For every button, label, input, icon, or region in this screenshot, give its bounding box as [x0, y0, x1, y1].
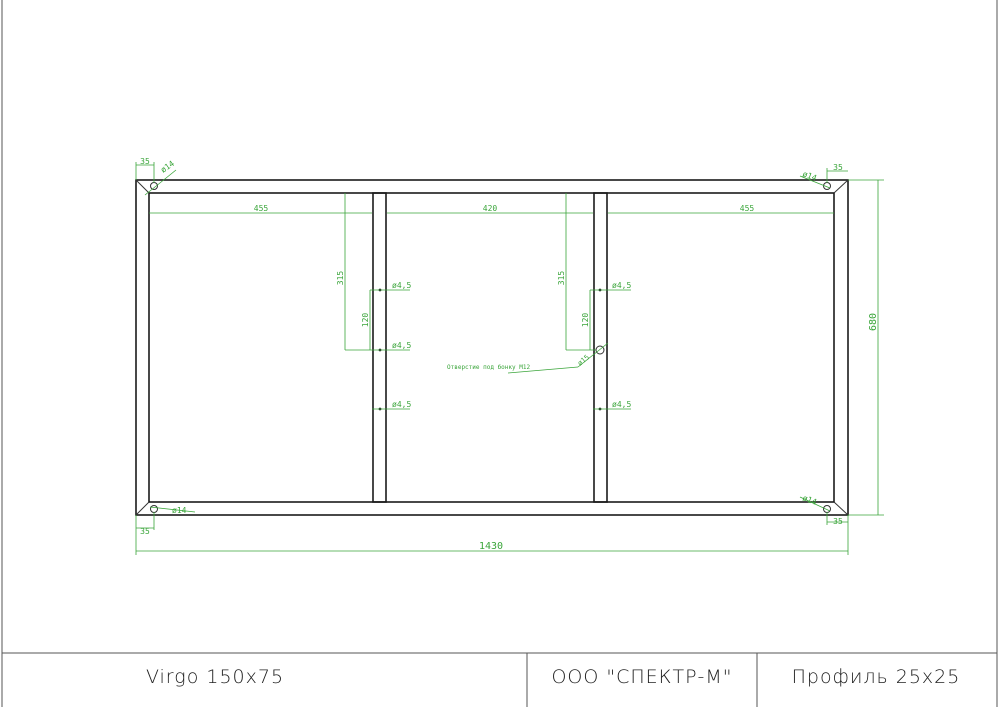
dim-corner-hole-bl: ø14: [172, 506, 187, 515]
dim-small-hole: ø4,5: [612, 281, 631, 290]
right-post: [593, 192, 608, 503]
dim-bay-left: 455: [254, 204, 269, 213]
title-model: Virgo 150x75: [146, 666, 284, 688]
dim-corner-hole-tr: ø14: [801, 169, 818, 182]
dim-small-hole: ø4,5: [392, 341, 411, 350]
dim-hole-spacing-right: 120: [581, 313, 590, 328]
dim-corner-offset-br: 35: [833, 517, 843, 526]
dim-small-hole: ø4,5: [392, 281, 411, 290]
title-profile: Профиль 25x25: [792, 666, 961, 688]
dimension-lines: [135, 162, 884, 555]
dim-corner-hole-br: ø14: [801, 493, 818, 506]
dim-bay-middle: 420: [483, 204, 498, 213]
dim-bay-right: 455: [740, 204, 755, 213]
left-post: [372, 192, 387, 503]
dim-overall-width: 1430: [479, 541, 503, 552]
dim-small-hole: ø4,5: [612, 400, 631, 409]
center-hole-note: Отверстие под бонку М12: [447, 364, 530, 371]
dim-center-hole: ø15: [576, 353, 591, 367]
dim-hole-height-left: 315: [336, 271, 345, 286]
dim-overall-height: 680: [868, 313, 879, 331]
dim-corner-offset-tl: 35: [140, 157, 150, 166]
dim-small-hole: ø4,5: [392, 400, 411, 409]
post-holes: [378, 288, 602, 411]
frame-outline: [135, 179, 849, 516]
dim-corner-offset-tr: 35: [833, 163, 843, 172]
corner-holes: [150, 182, 831, 513]
dim-hole-height-right: 315: [557, 271, 566, 286]
dim-hole-spacing-left: 120: [361, 313, 370, 328]
dim-corner-offset-bl: 35: [140, 527, 150, 536]
title-company: ООО "СПЕКТР-М": [551, 666, 732, 688]
